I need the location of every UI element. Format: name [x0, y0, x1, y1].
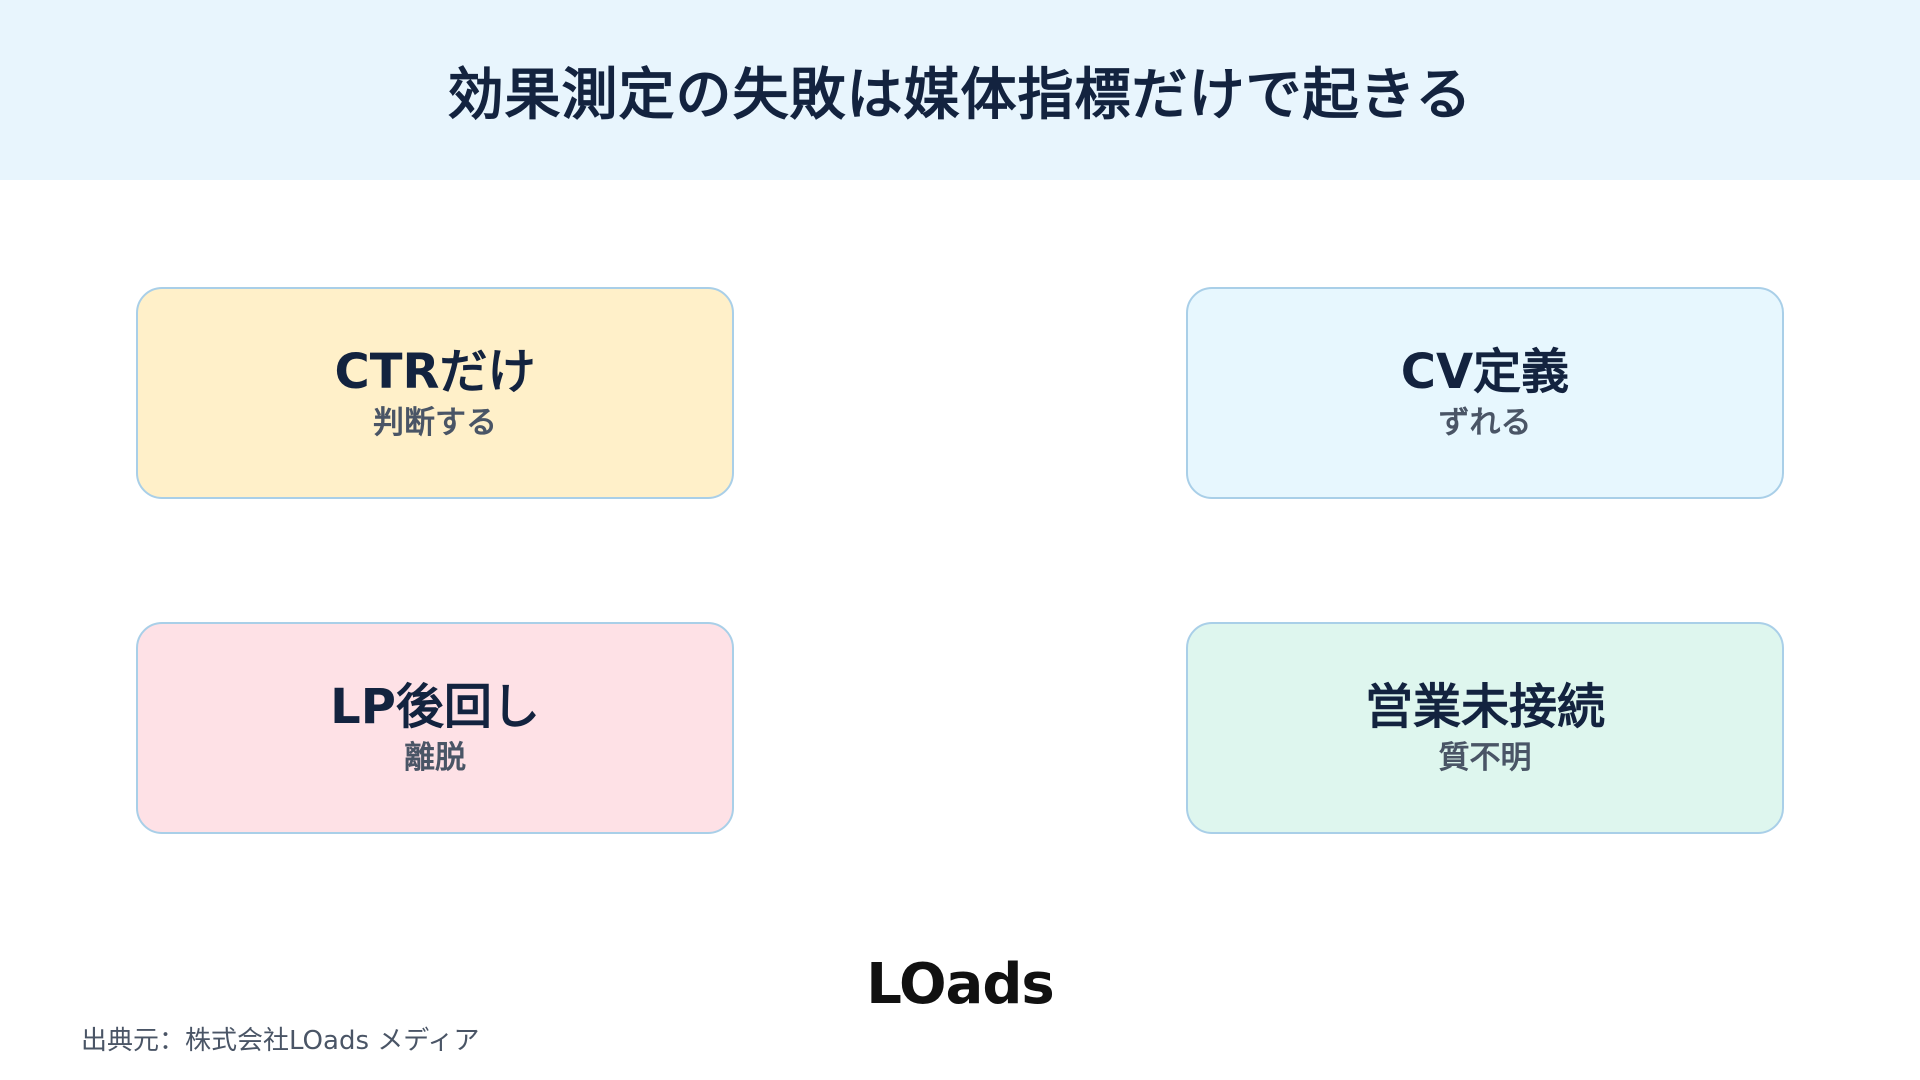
- card-title: LP後回し: [330, 678, 540, 735]
- page-title: 効果測定の失敗は媒体指標だけで起きる: [447, 62, 1473, 128]
- header-band: 効果測定の失敗は媒体指標だけで起きる: [0, 0, 1920, 180]
- card-sales-unconnected: 営業未接続 質不明: [1186, 622, 1784, 834]
- brand-logo: LOads: [866, 952, 1055, 1017]
- source-credit: 出典元：株式会社LOads メディア: [81, 1026, 480, 1056]
- card-subtitle: 質不明: [1438, 739, 1532, 776]
- card-ctr-only: CTRだけ 判断する: [136, 287, 734, 499]
- card-subtitle: 離脱: [404, 739, 466, 776]
- card-title: 営業未接続: [1364, 678, 1605, 735]
- card-lp-postponed: LP後回し 離脱: [136, 622, 734, 834]
- card-subtitle: 判断する: [373, 404, 497, 441]
- card-title: CTRだけ: [334, 343, 536, 400]
- card-title: CV定義: [1400, 343, 1570, 400]
- card-subtitle: ずれる: [1438, 404, 1532, 441]
- card-cv-definition: CV定義 ずれる: [1186, 287, 1784, 499]
